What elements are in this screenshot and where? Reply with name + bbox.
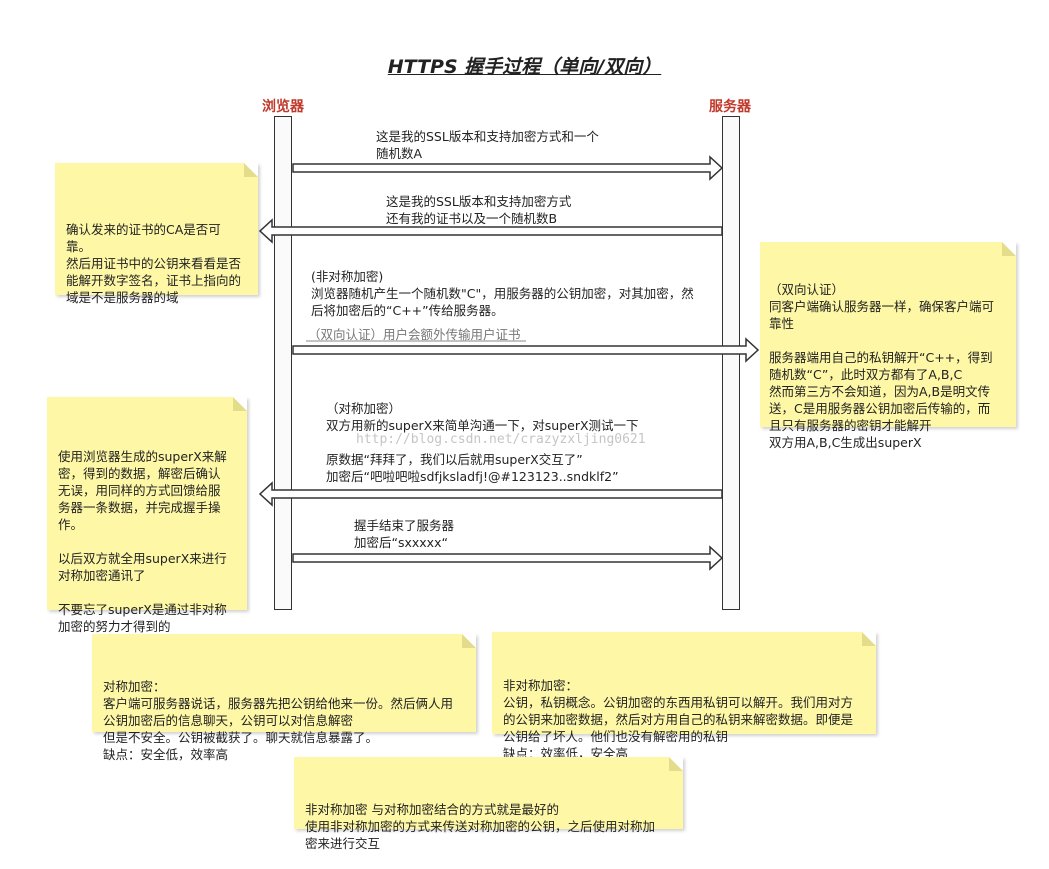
message-key-exchange: (非对称加密) 浏览器随机产生一个随机数"C"，用服务器的公钥加密，对其加密，然… (311, 269, 694, 318)
note-asymmetric: 非对称加密： 公钥，私钥概念。公钥加密的东西用私钥可以解开。我们用对方 的公钥来… (492, 632, 876, 761)
message-handshake-done: 握手结束了服务器 加密后“sxxxxx“ (354, 518, 455, 550)
message-symmetric-test: （对称加密） 双方用新的superX来简单沟通一下，对superX测试一下 原数… (326, 401, 639, 484)
message-client-cert: （双向认证）用户会额外传输用户证书 (308, 327, 521, 342)
actor-server-label: 服务器 (709, 99, 751, 115)
message-server-hello: 这是我的SSL版本和支持加密方式 还有我的证书以及一个随机数B (386, 194, 572, 226)
arrow-server-hello (258, 218, 723, 244)
arrow-client-finished (292, 545, 724, 571)
arrow-key-exchange (292, 337, 760, 363)
note-verify-cert: 确认发来的证书的CA是否可 靠。 然后用证书中的公钥来看看是否 能解开数字签名，… (55, 163, 258, 305)
note-symmetric: 对称加密： 客户端可服务器说话，服务器先把公钥给他来一份。然后俩人用 公钥加密后… (92, 634, 476, 762)
note-verify-cert-text: 确认发来的证书的CA是否可 靠。 然后用证书中的公钥来看看是否 能解开数字签名，… (66, 222, 242, 305)
message-client-hello: 这是我的SSL版本和支持加密方式和一个 随机数A (376, 129, 599, 161)
arrow-client-hello (292, 155, 724, 181)
server-lifeline (722, 116, 740, 610)
actor-browser-label: 浏览器 (262, 99, 304, 115)
watermark-text: http://blog.csdn.net/crazyzxljing0621 (356, 432, 646, 447)
note-combined: 非对称加密 与对称加密结合的方式就是最好的 使用非对称加密的方式来传送对称加密的… (294, 757, 683, 851)
note-asymmetric-text: 非对称加密： 公钥，私钥概念。公钥加密的东西用私钥可以解开。我们用对方 的公钥来… (503, 678, 854, 761)
note-combined-text: 非对称加密 与对称加密结合的方式就是最好的 使用非对称加密的方式来传送对称加密的… (305, 802, 656, 851)
note-mutual-auth-text: （双向认证） 同客户端确认服务器一样，确保客户端可 靠性 服务器端用自己的私钥解… (769, 282, 995, 450)
note-mutual-auth: （双向认证） 同客户端确认服务器一样，确保客户端可 靠性 服务器端用自己的私钥解… (760, 242, 1016, 450)
note-decrypt-superx-text: 使用浏览器生成的superX来解 密，得到的数据，解密后确认 无误，用同样的方式… (58, 449, 227, 634)
note-symmetric-text: 对称加密： 客户端可服务器说话，服务器先把公钥给他来一份。然后俩人用 公钥加密后… (103, 679, 454, 762)
browser-lifeline (274, 116, 292, 610)
arrow-server-finished (258, 481, 723, 507)
diagram-title: HTTPS 握手过程（单向/双向） (387, 56, 662, 78)
note-decrypt-superx: 使用浏览器生成的superX来解 密，得到的数据，解密后确认 无误，用同样的方式… (47, 397, 247, 634)
